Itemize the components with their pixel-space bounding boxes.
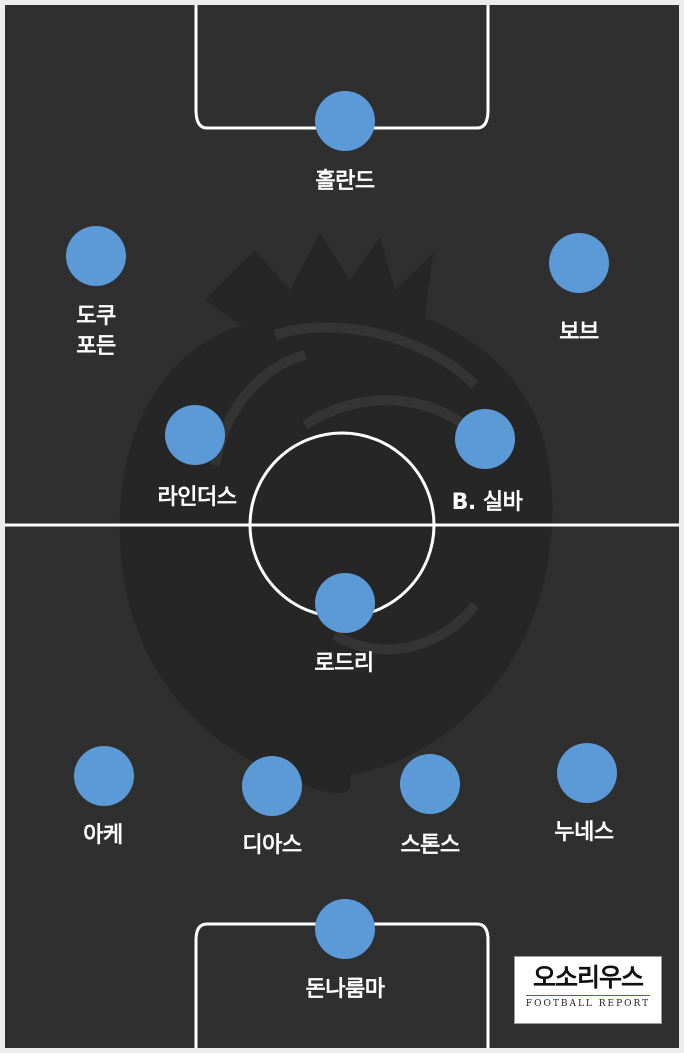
- player-marker-b-silva: [455, 409, 515, 469]
- player-name-label: 아케: [83, 823, 123, 848]
- player-name-label: 라인더스: [157, 485, 237, 510]
- player-name-label: 돈나룸마: [305, 977, 385, 1002]
- player-marker-reijnders: [165, 405, 225, 465]
- player-marker-haaland: [315, 91, 375, 151]
- player-name-label: B. 실바: [451, 490, 523, 515]
- player-marker-doku-foden: [66, 226, 126, 286]
- lion-crown-shape: [205, 233, 433, 325]
- player-name-label: 스톤스: [400, 833, 460, 858]
- player-marker-ake: [74, 746, 134, 806]
- player-marker-rodri: [315, 573, 375, 633]
- player-name-label: 홀란드: [315, 169, 375, 194]
- lion-head-shape: [119, 305, 553, 794]
- player-marker-stones: [400, 754, 460, 814]
- player-name-label: 로드리: [314, 651, 374, 676]
- player-marker-bobb: [549, 233, 609, 293]
- pitch-graphics: [5, 5, 679, 1048]
- player-name-label: 누네스: [554, 820, 614, 845]
- player-marker-donnarumma: [315, 899, 375, 959]
- pitch-lines: [5, 5, 679, 1048]
- player-name-label: 디아스: [242, 833, 302, 858]
- player-marker-dias: [242, 756, 302, 816]
- logo-divider: [526, 995, 650, 996]
- player-name-label: 도쿠 포든: [76, 304, 116, 359]
- football-pitch: 홀란드 도쿠 포든 보브 라인더스 B. 실바 로드리 아케 디아스 스톤스 누…: [5, 5, 679, 1048]
- logo-subtitle: FOOTBALL REPORT: [525, 999, 651, 1009]
- logo-title: 오소리우스: [532, 963, 644, 992]
- player-name-label: 보브: [559, 320, 599, 345]
- player-marker-nunes: [557, 743, 617, 803]
- publisher-logo: 오소리우스 FOOTBALL REPORT: [514, 956, 662, 1024]
